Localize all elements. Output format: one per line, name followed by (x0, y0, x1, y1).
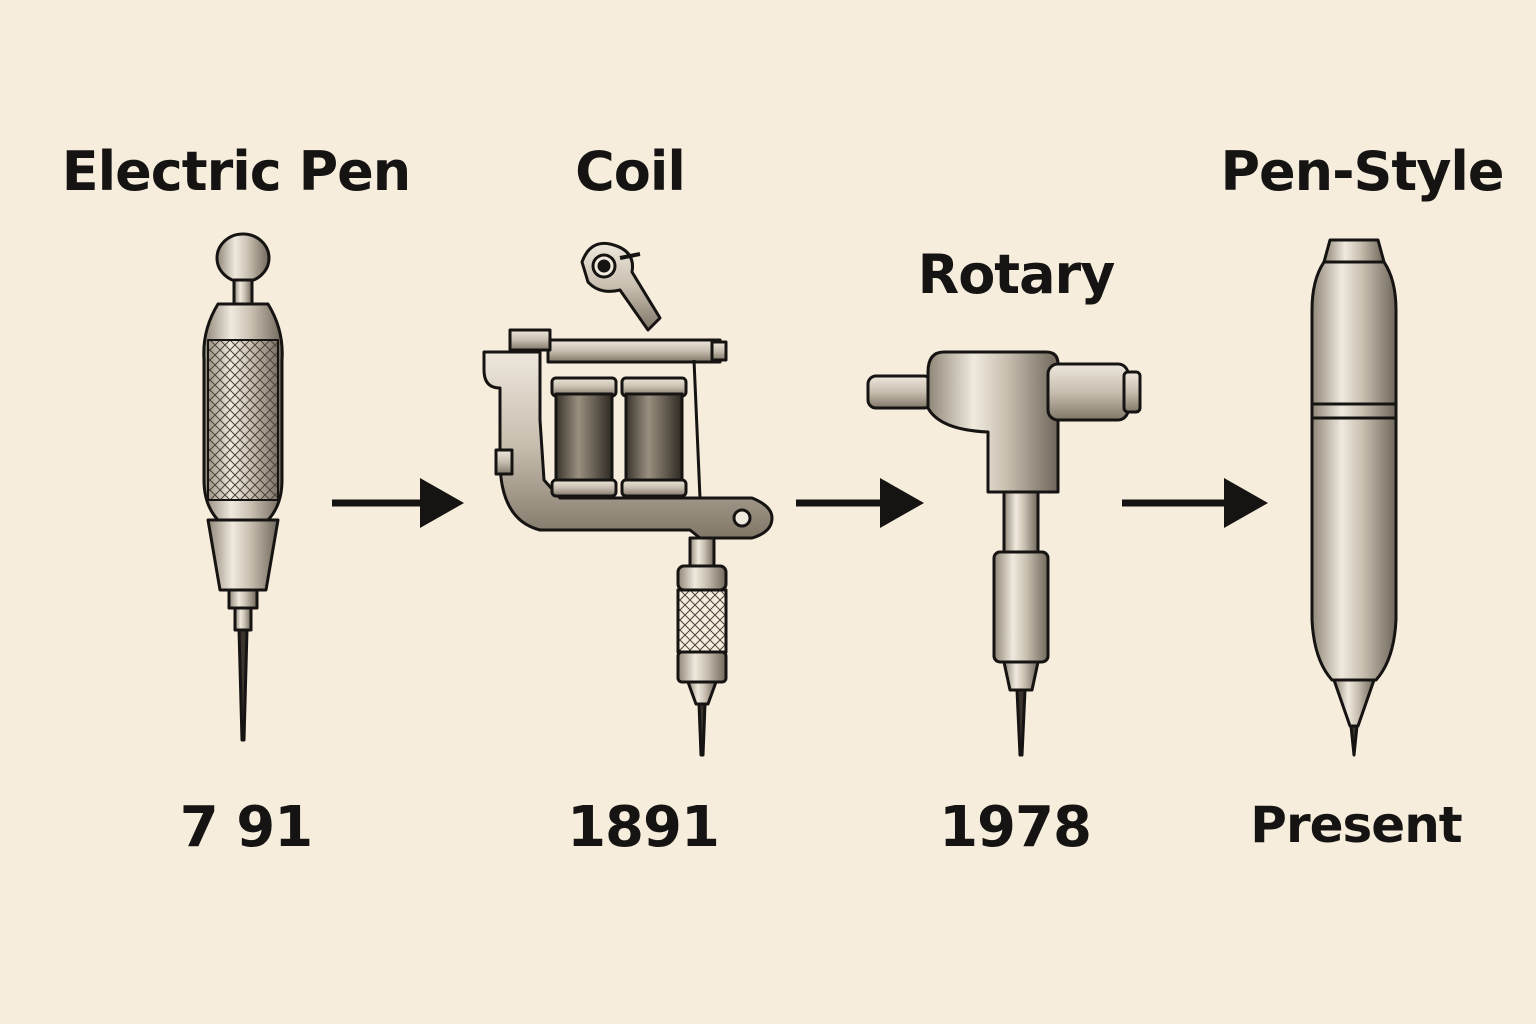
arrow-1 (332, 478, 464, 528)
stage-title-rotary: Rotary (917, 243, 1116, 306)
stage-year-rotary: 1978 (939, 795, 1092, 860)
stage-title-pen-style: Pen-Style (1220, 140, 1504, 203)
stage-year-pen-style: Present (1250, 796, 1462, 854)
pen-style-machine-icon (1310, 238, 1398, 757)
arrow-2 (796, 478, 924, 528)
rotary-machine-icon (866, 350, 1142, 757)
electric-pen-icon (202, 232, 284, 742)
coil-machine-icon (482, 241, 774, 757)
arrow-3 (1122, 478, 1268, 528)
stage-title-electric-pen: Electric Pen (61, 140, 411, 203)
stage-year-electric-pen: 7 91 (179, 795, 313, 860)
stage-title-coil: Coil (575, 140, 686, 203)
stage-year-coil: 1891 (567, 795, 720, 860)
